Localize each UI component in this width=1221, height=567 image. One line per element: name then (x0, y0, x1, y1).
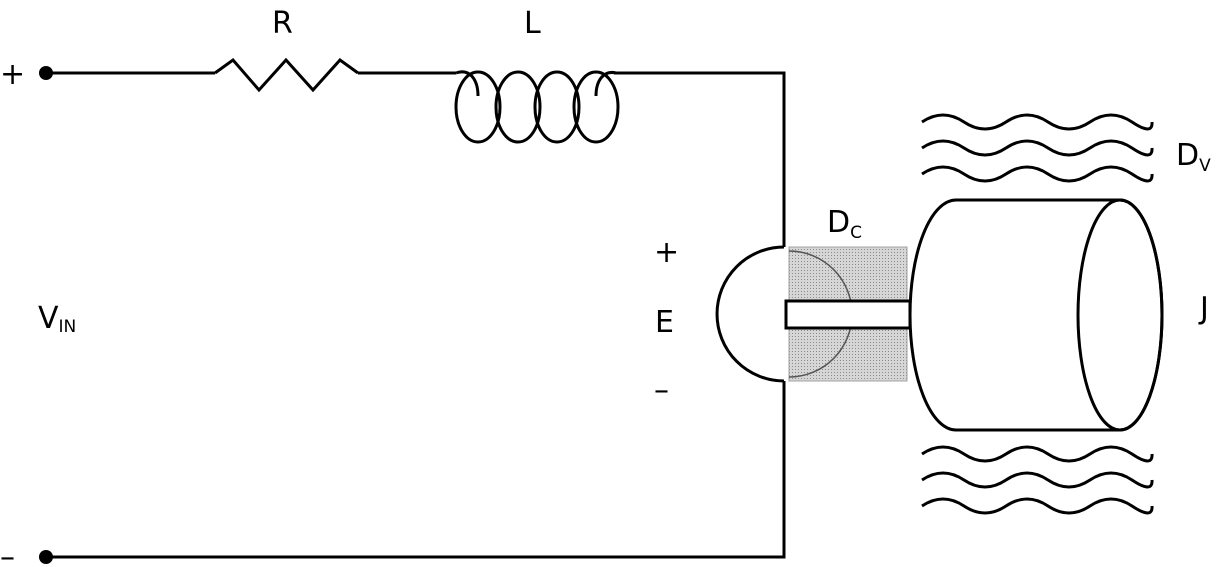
viscous-damping-sub: V (1199, 156, 1211, 176)
input-terminal-negative[interactable] (39, 550, 53, 564)
coulomb-damping-main: D (827, 205, 850, 240)
input-minus-sign: – (0, 540, 15, 567)
input-voltage-sub: IN (59, 317, 77, 337)
inductor-symbol (454, 70, 620, 144)
input-voltage-main: V (38, 301, 59, 336)
coulomb-damping-sub: C (850, 223, 862, 243)
resistor-symbol (214, 57, 359, 93)
emf-label: E (655, 305, 674, 340)
inductor-label: L (524, 6, 541, 41)
motor-armature-symbol (715, 245, 785, 383)
coulomb-damping-label: DC (827, 205, 862, 243)
input-plus-sign: + (0, 57, 25, 92)
bottom-right-wire (46, 381, 786, 559)
emf-minus-sign: – (654, 373, 669, 408)
viscous-damping-label: DV (1176, 138, 1211, 176)
inertia-label: J (1198, 291, 1209, 326)
top-right-wire (614, 71, 786, 247)
emf-plus-sign: + (654, 235, 679, 270)
motor-shaft (784, 299, 912, 330)
input-voltage-label: VIN (38, 301, 76, 337)
resistor-label: R (272, 6, 293, 41)
inertia-cylinder (908, 198, 1164, 432)
viscous-damping-waves (921, 113, 1154, 515)
input-terminal-positive[interactable] (39, 66, 53, 80)
viscous-damping-main: D (1176, 138, 1199, 173)
